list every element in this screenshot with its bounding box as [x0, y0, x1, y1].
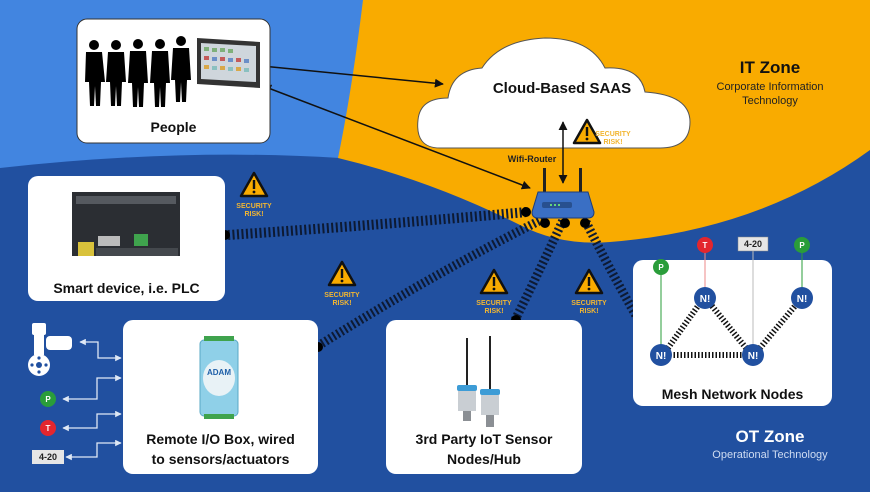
mesh-node-1: N! — [650, 344, 672, 366]
io-sensor-temperature: T — [40, 420, 56, 436]
remote-io-label-line2: to sensors/actuators — [151, 451, 290, 467]
arrow-hmi-router — [262, 84, 531, 190]
svg-text:T: T — [703, 241, 708, 250]
iot-sensor-box[interactable] — [386, 320, 582, 474]
svg-text:ADAM: ADAM — [207, 368, 231, 377]
iot-label-line1: 3rd Party IoT Sensor — [415, 431, 553, 447]
svg-text:P: P — [658, 263, 664, 272]
router-port-dot-2 — [540, 218, 550, 228]
svg-text:RISK!: RISK! — [603, 139, 622, 146]
security-risk-io: SECURITY RISK! — [324, 260, 360, 307]
link-plc-router — [227, 207, 528, 240]
svg-text:RISK!: RISK! — [579, 308, 598, 315]
remote-io-box[interactable]: ADAM — [123, 320, 318, 474]
cloud-label: Cloud-Based SAAS — [493, 80, 631, 97]
svg-text:SECURITY: SECURITY — [571, 300, 607, 307]
svg-text:P: P — [799, 241, 805, 250]
remote-io-label-line1: Remote I/O Box, wired — [146, 431, 295, 447]
people-label: People — [150, 119, 197, 135]
adam-module-icon: ADAM — [199, 336, 239, 419]
router-label: Wifi-Router — [508, 154, 557, 164]
router-port-dot-3 — [560, 218, 570, 228]
wireless-links — [227, 207, 659, 351]
svg-text:RISK!: RISK! — [484, 308, 503, 315]
it-zone-title: IT Zone — [739, 58, 801, 77]
security-risk-plc: SECURITY RISK! — [236, 171, 272, 218]
arrow-hmi-cloud — [261, 62, 444, 88]
mesh-sensor-analog: 4-20 — [737, 236, 769, 252]
router-port-dot-1 — [521, 207, 531, 217]
io-wiring — [62, 338, 122, 461]
svg-text:SECURITY: SECURITY — [595, 131, 631, 138]
plc-label: Smart device, i.e. PLC — [53, 280, 200, 296]
svg-text:SECURITY: SECURITY — [324, 292, 360, 299]
router-port-dot-4 — [580, 218, 590, 228]
wifi-router[interactable] — [531, 168, 595, 219]
svg-text:N!: N! — [748, 351, 759, 362]
link-mesh-router — [581, 219, 659, 351]
iot-label-line2: Nodes/Hub — [447, 451, 521, 467]
ot-zone-title: OT Zone — [735, 427, 805, 446]
svg-text:N!: N! — [797, 294, 808, 305]
mesh-sensor-pressure-2: P — [794, 237, 810, 253]
svg-text:RISK!: RISK! — [244, 211, 263, 218]
link-iot-router — [510, 218, 568, 323]
mesh-network-box[interactable] — [633, 245, 832, 406]
mesh-node-2: N! — [694, 287, 716, 309]
svg-text:RISK!: RISK! — [332, 300, 351, 307]
hmi-touchscreen-icon — [197, 38, 260, 88]
svg-text:4-20: 4-20 — [39, 452, 57, 462]
people-silhouette-icon — [85, 36, 191, 107]
plc-device-icon — [72, 192, 180, 256]
mesh-label: Mesh Network Nodes — [661, 386, 804, 402]
svg-text:N!: N! — [656, 351, 667, 362]
mesh-node-4: N! — [791, 287, 813, 309]
io-sensor-pressure: P — [40, 391, 56, 407]
mesh-sensor-pressure-1: P — [653, 259, 669, 275]
people-box[interactable] — [76, 18, 271, 144]
it-zone-subtitle: Corporate Information Technology — [716, 81, 824, 107]
ot-zone-subtitle: Operational Technology — [712, 449, 828, 461]
svg-text:SECURITY: SECURITY — [236, 203, 272, 210]
actuator-valve-icon — [28, 323, 72, 376]
mesh-sensor-temperature: T — [697, 237, 713, 253]
mesh-node-3: N! — [742, 344, 764, 366]
svg-text:P: P — [45, 395, 51, 404]
svg-text:N!: N! — [700, 294, 711, 305]
svg-text:SECURITY: SECURITY — [476, 300, 512, 307]
security-risk-mesh: SECURITY RISK! — [571, 268, 607, 315]
plc-box[interactable] — [28, 176, 225, 301]
iot-sensor-icon — [457, 336, 500, 427]
svg-text:4-20: 4-20 — [744, 239, 762, 249]
security-risk-iot: SECURITY RISK! — [476, 268, 512, 315]
link-io-router — [315, 213, 547, 350]
io-sensor-analog: 4-20 — [32, 450, 64, 464]
security-risk-cloud: SECURITY RISK! — [572, 118, 631, 146]
svg-text:T: T — [46, 424, 51, 433]
